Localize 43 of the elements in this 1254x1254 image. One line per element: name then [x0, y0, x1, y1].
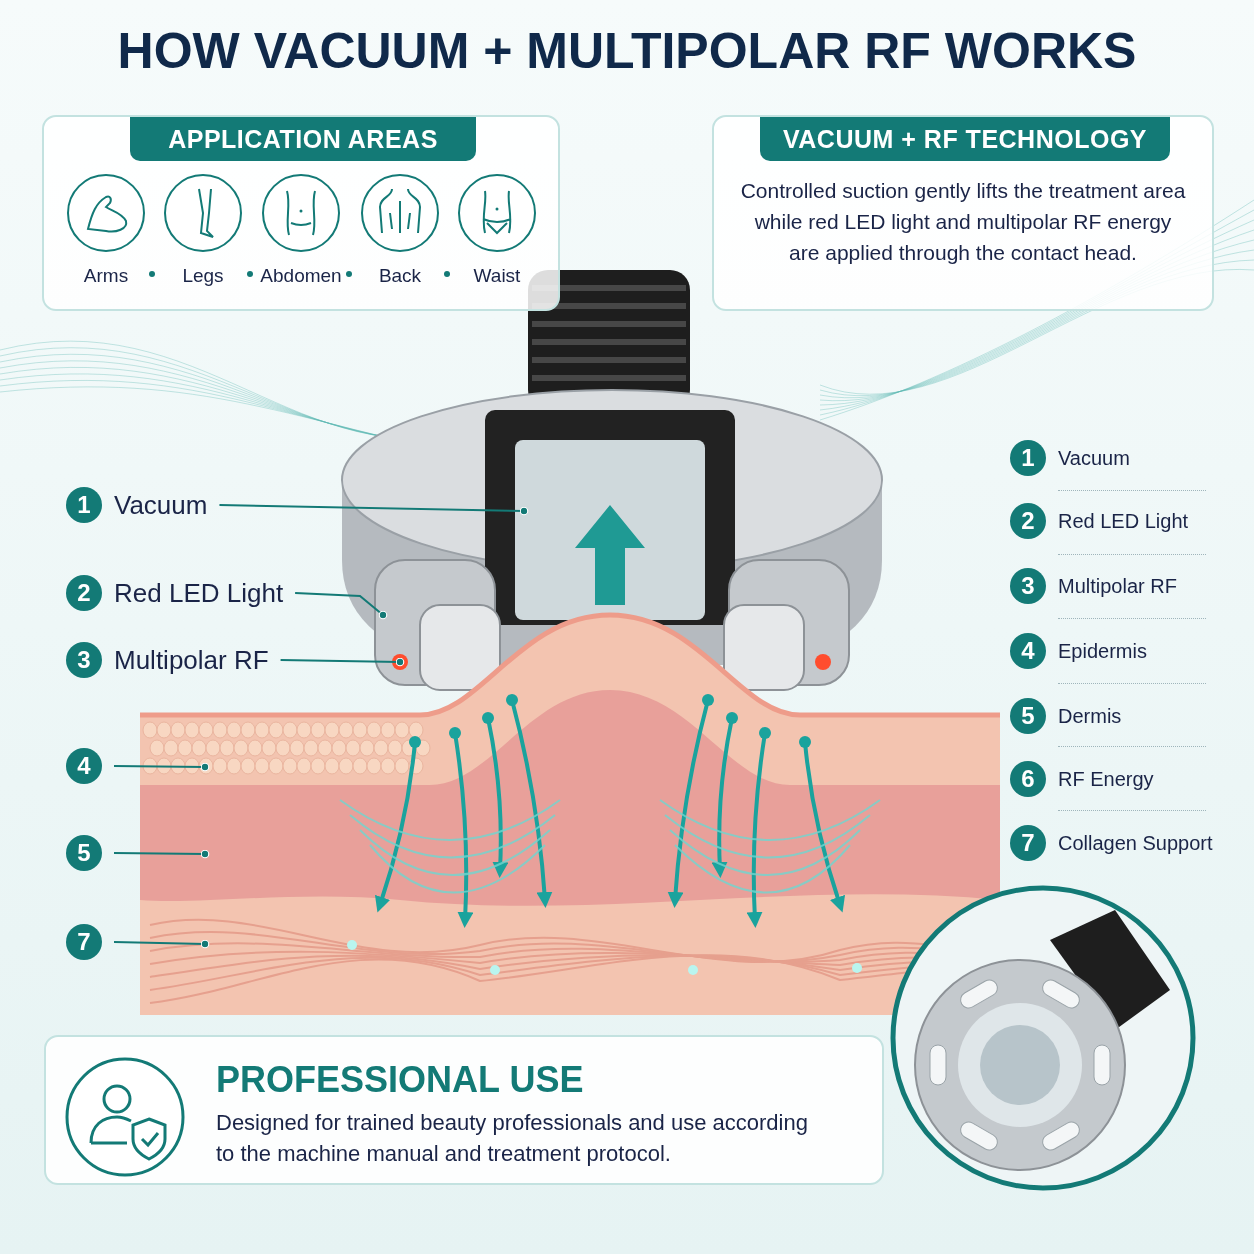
callout-label: Epidermis [1058, 639, 1147, 663]
area-label: Legs [181, 265, 225, 287]
panel-header: VACUUM + RF TECHNOLOGY [760, 117, 1170, 161]
number-badge: 1 [66, 487, 102, 523]
area-label: Waist [472, 265, 522, 287]
callout-label: Red LED Light [114, 577, 284, 609]
area-label: Abdomen [259, 265, 343, 287]
info-panel [712, 115, 1214, 311]
area-label: Back [377, 265, 423, 287]
number-badge: 7 [66, 924, 102, 960]
leader-line [113, 849, 210, 859]
callout-label: RF Energy [1058, 767, 1154, 791]
leader-line [218, 504, 529, 516]
panel-text: Controlled suction gently lifts the treatment area while red LED light and multipolar RF energy are applied through the contact head. [740, 178, 1186, 266]
number-badge: 4 [1010, 633, 1046, 669]
number-badge: 2 [1010, 503, 1046, 539]
number-badge: 3 [1010, 568, 1046, 604]
number-badge: 3 [66, 642, 102, 678]
area-label: Arms [82, 265, 130, 287]
number-badge: 5 [66, 835, 102, 871]
callout-label: Red LED Light [1058, 509, 1189, 533]
panel-heading: PROFESSIONAL USE [216, 1059, 584, 1101]
panel-header: APPLICATION AREAS [130, 117, 476, 161]
callout-label: Multipolar RF [1058, 574, 1177, 598]
callout-label: Collagen Support [1058, 831, 1213, 855]
leader-line [113, 939, 210, 949]
info-panel [42, 115, 560, 311]
number-badge: 1 [1010, 440, 1046, 476]
leader-line [113, 762, 210, 772]
callout-label: Vacuum [114, 489, 208, 521]
info-panel [44, 1035, 884, 1185]
number-badge: 6 [1010, 761, 1046, 797]
number-badge: 5 [1010, 698, 1046, 734]
leader-line [294, 592, 388, 620]
title: HOW VACUUM + MULTIPOLAR RF WORKS [117, 23, 1137, 79]
number-badge: 7 [1010, 825, 1046, 861]
callout-label: Dermis [1058, 704, 1122, 728]
callout-label: Multipolar RF [114, 644, 269, 676]
callout-label: Vacuum [1058, 446, 1130, 470]
panel-text: Designed for trained beauty professionals and use according to the machine manual and treatment protocol. [216, 1109, 809, 1168]
leader-line [279, 657, 405, 667]
number-badge: 2 [66, 575, 102, 611]
number-badge: 4 [66, 748, 102, 784]
